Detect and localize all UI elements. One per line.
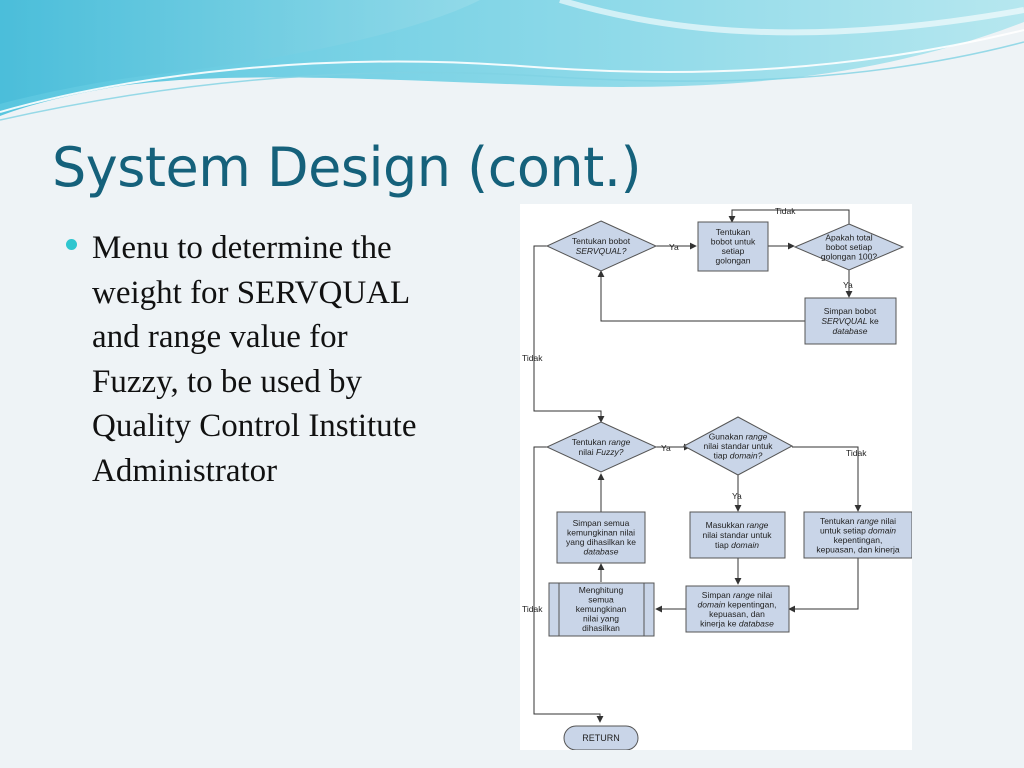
flowchart-text-line: kepentingan, — [834, 535, 883, 545]
terminal-return: RETURN — [563, 725, 639, 750]
flow-labels: Ya Tidak Ya Tidak Ya Tidak Ya Tidak — [522, 206, 867, 614]
flowchart-text-line: Tentukan range — [572, 437, 631, 447]
flowchart-text-line: yang dihasilkan ke — [566, 537, 636, 547]
flowchart-text-line: kepuasan, dan kinerja — [816, 544, 899, 554]
page-title: System Design (cont.) — [52, 136, 642, 199]
flow-connectors — [533, 209, 862, 723]
bullet-dot-icon — [66, 239, 77, 250]
flowchart-text-line: setiap — [722, 246, 745, 256]
flowchart-text-line: domain kepentingan, — [698, 599, 777, 609]
flowchart-text-line: nilai standar untuk — [703, 530, 773, 540]
flowchart-text-line: Simpan bobot — [824, 306, 877, 316]
flowchart-text-line: Simpan semua — [573, 518, 630, 528]
bullet-text: Menu to determine the weight for SERVQUA… — [92, 230, 417, 489]
flowchart-text-line: tiap domain? — [714, 451, 763, 461]
bullet-item: Menu to determine the weight for SERVQUA… — [62, 226, 422, 493]
label-tidak: Tidak — [522, 353, 543, 363]
flowchart-text-line: bobot untuk — [711, 236, 756, 246]
flowchart-text-line: golongan — [716, 255, 751, 265]
label-ya: Ya — [732, 491, 742, 501]
terminal-label: RETURN — [582, 733, 620, 743]
flowchart-text-line: bobot setiap — [826, 242, 873, 252]
flowchart-text-line: database — [584, 546, 619, 556]
flowchart-text-line: Tentukan bobot — [572, 236, 631, 246]
flowchart-text-line: nilai Fuzzy? — [579, 447, 624, 457]
label-ya: Ya — [661, 443, 671, 453]
flowchart-text-line: Apakah total — [825, 233, 872, 243]
flowchart-text-line: Menghitung — [579, 585, 624, 595]
flowchart-text-line: kinerja ke database — [700, 618, 774, 628]
flowchart-text-line: dihasilkan — [582, 623, 620, 633]
label-tidak: Tidak — [846, 448, 867, 458]
flowchart-text-line: SERVQUAL ke — [821, 316, 879, 326]
flowchart-text-line: kemungkinan — [576, 604, 627, 614]
label-tidak: Tidak — [522, 604, 543, 614]
flowchart-text-line: Simpan range nilai — [702, 590, 773, 600]
label-ya: Ya — [669, 242, 679, 252]
flowchart-text-line: untuk setiap domain — [820, 525, 896, 535]
flowchart-text-line: nilai yang — [583, 614, 619, 624]
flowchart-text-line: semua — [588, 595, 614, 605]
flowchart-text-line: Gunakan range — [709, 432, 768, 442]
flowchart-text-line: kepuasan, dan — [709, 609, 765, 619]
header-wave-decoration — [0, 0, 1024, 121]
flowchart-text-line: Tentukan — [716, 227, 751, 237]
flowchart-text-line: kemungkinan nilai — [567, 527, 635, 537]
flowchart-text-line: nilai standar untuk — [704, 441, 774, 451]
flowchart-text-line: Tentukan range nilai — [820, 516, 896, 526]
flowchart-text-line: database — [833, 326, 868, 336]
flowchart-text-line: golongan 100? — [821, 252, 878, 262]
label-tidak: Tidak — [775, 206, 796, 216]
flowchart-text-line: SERVQUAL? — [576, 246, 627, 256]
bullet-list: Menu to determine the weight for SERVQUA… — [62, 226, 422, 493]
label-ya: Ya — [843, 280, 853, 290]
flowchart-text-line: Masukkan range — [706, 520, 769, 530]
flowchart-text-line: tiap domain — [715, 540, 759, 550]
